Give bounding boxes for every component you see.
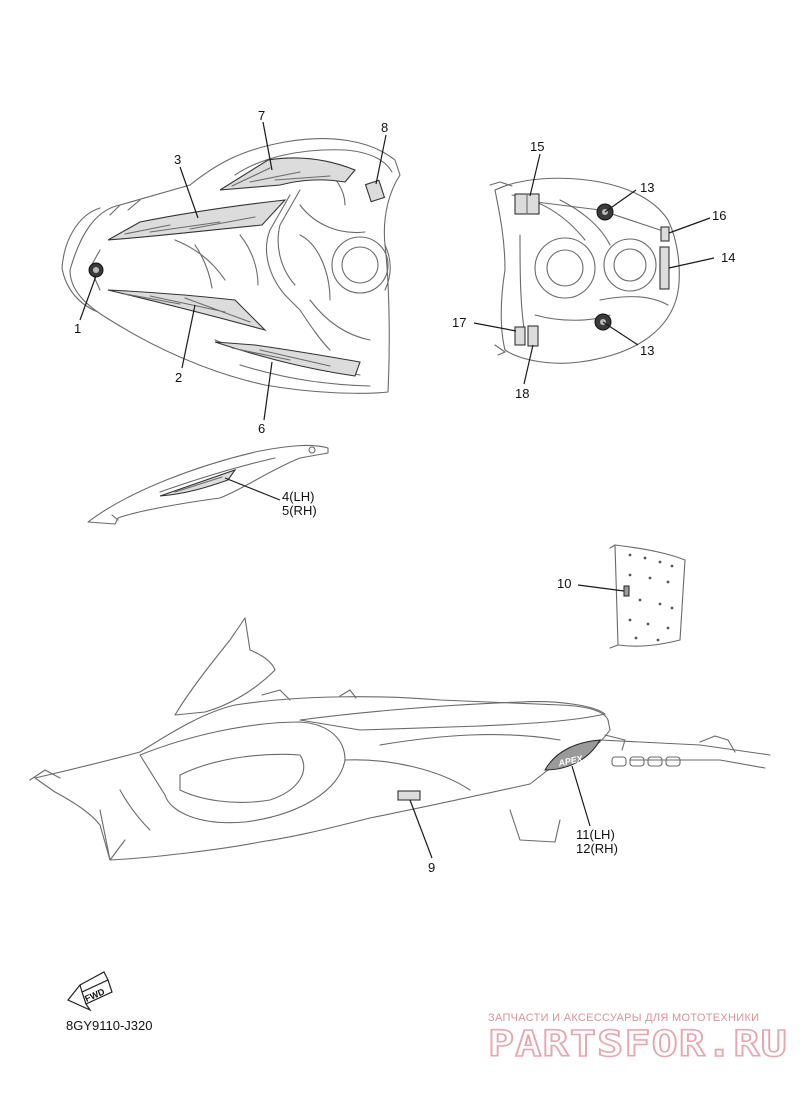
callout-4: 4(LH) bbox=[282, 489, 315, 504]
leader-13-lower bbox=[602, 321, 639, 346]
leader-14 bbox=[668, 257, 715, 269]
leader-11-12 bbox=[571, 765, 591, 827]
callout-17: 17 bbox=[452, 315, 466, 330]
decal-2 bbox=[107, 289, 267, 332]
callout-12: 12(RH) bbox=[576, 841, 618, 856]
decal-16 bbox=[660, 226, 670, 242]
leader-10 bbox=[577, 584, 625, 592]
leader-9 bbox=[409, 799, 433, 859]
leader-lines bbox=[79, 121, 715, 859]
callout-labels: 1 2 3 4(LH) 5(RH) 6 7 8 9 10 11(LH) 12(R… bbox=[74, 108, 735, 875]
callout-13-lower: 13 bbox=[640, 343, 654, 358]
side-panel bbox=[87, 444, 329, 525]
callout-11: 11(LH) bbox=[576, 827, 615, 842]
callout-16: 16 bbox=[712, 208, 726, 223]
decal-3 bbox=[107, 199, 287, 241]
fwd-label: FWD bbox=[83, 986, 106, 1004]
callout-15: 15 bbox=[530, 139, 544, 154]
callout-7: 7 bbox=[258, 108, 265, 123]
callout-14: 14 bbox=[721, 250, 735, 265]
callout-8: 8 bbox=[381, 120, 388, 135]
leader-13-upper bbox=[604, 189, 637, 213]
decal-9 bbox=[397, 790, 421, 801]
dash-top-view bbox=[489, 177, 680, 364]
decal-11-12 bbox=[544, 739, 601, 771]
decal-10 bbox=[623, 585, 630, 597]
diagram-code: 8GY9110-J320 bbox=[66, 1018, 153, 1033]
rear-flap bbox=[609, 544, 686, 649]
leader-3 bbox=[179, 166, 199, 219]
leader-2 bbox=[181, 304, 196, 369]
leader-4-5 bbox=[224, 477, 281, 501]
watermark-tagline: ЗАПЧАСТИ И АКСЕССУАРЫ ДЛЯ МОТОТЕХНИКИ bbox=[488, 1012, 759, 1024]
callout-3: 3 bbox=[174, 152, 181, 167]
watermark-logo: PARTSFOR.RU bbox=[488, 1024, 788, 1065]
decal-14 bbox=[659, 246, 670, 290]
decal-18 bbox=[527, 325, 539, 347]
callout-6: 6 bbox=[258, 421, 265, 436]
leader-8 bbox=[375, 134, 387, 185]
callout-10: 10 bbox=[557, 576, 571, 591]
hood-top-view bbox=[61, 138, 401, 394]
leader-18 bbox=[523, 344, 534, 385]
fwd-arrow: FWD bbox=[67, 971, 113, 1012]
leader-1 bbox=[79, 275, 97, 321]
callout-1: 1 bbox=[74, 321, 81, 336]
callout-18: 18 bbox=[515, 386, 529, 401]
leader-15 bbox=[529, 153, 541, 197]
callout-2: 2 bbox=[175, 370, 182, 385]
rear-track-links bbox=[611, 756, 681, 767]
decal-8 bbox=[364, 179, 386, 203]
watermark: ЗАПЧАСТИ И АКСЕССУАРЫ ДЛЯ МОТОТЕХНИКИ PA… bbox=[487, 1012, 788, 1066]
emblem-1-center bbox=[93, 267, 99, 273]
callout-9: 9 bbox=[428, 860, 435, 875]
snowmobile-side-view: APEX bbox=[29, 617, 771, 861]
leader-17 bbox=[473, 322, 517, 332]
rear-flap-rivets bbox=[628, 553, 674, 642]
leader-6 bbox=[263, 361, 273, 421]
leader-16 bbox=[668, 217, 711, 234]
callout-5: 5(RH) bbox=[282, 503, 317, 518]
decal-4-5 bbox=[159, 468, 237, 497]
decal-17 bbox=[514, 326, 526, 346]
callout-13-upper: 13 bbox=[640, 180, 654, 195]
leader-7 bbox=[262, 121, 273, 171]
